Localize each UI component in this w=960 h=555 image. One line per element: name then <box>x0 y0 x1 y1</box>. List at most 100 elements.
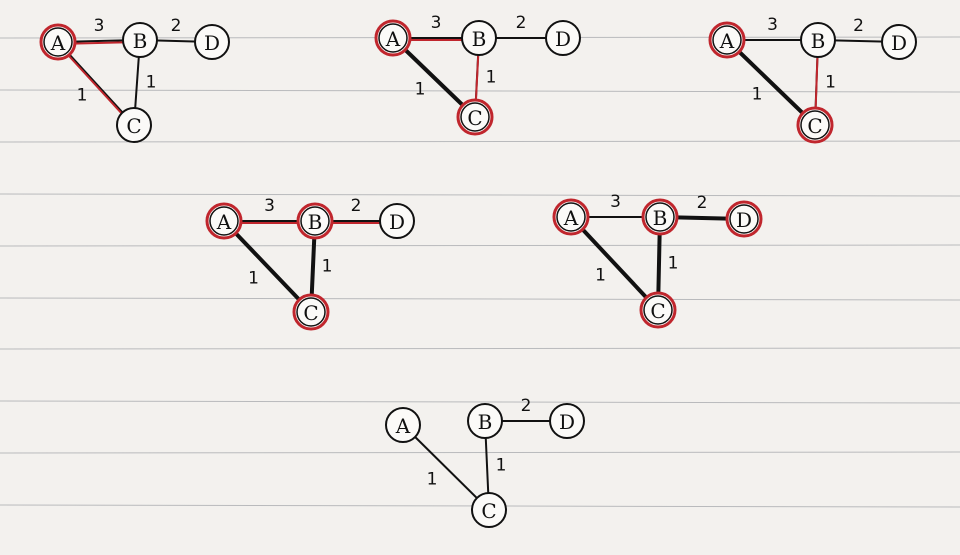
ruled-line <box>0 451 960 454</box>
edge-weight-BD: 2 <box>351 196 362 216</box>
node-label-D: D <box>555 27 571 51</box>
ruled-line <box>0 140 960 143</box>
node-label-B: B <box>133 29 148 53</box>
edge-AC <box>402 424 490 511</box>
node-D <box>549 403 585 439</box>
edge-weight-AC: 1 <box>77 86 88 106</box>
edge-weight-AC: 1 <box>248 269 259 289</box>
node-D <box>881 24 917 60</box>
node-label-D: D <box>736 208 752 232</box>
edge-weight-BC: 1 <box>668 254 679 274</box>
node-D <box>379 203 415 239</box>
edge-weight-BD: 2 <box>697 193 708 213</box>
node-label-A: A <box>50 31 66 55</box>
node-label-A: A <box>563 206 579 230</box>
node-A <box>39 23 77 61</box>
edge-weight-BC: 1 <box>496 456 507 476</box>
edge-weight-AB: 3 <box>431 13 442 33</box>
node-label-B: B <box>472 27 487 51</box>
node-B <box>641 198 679 236</box>
edge-weight-AB: 3 <box>264 196 275 216</box>
edge-weight-BD: 2 <box>516 13 527 33</box>
ruled-line <box>0 347 960 350</box>
node-label-B: B <box>478 410 493 434</box>
node-outline-B <box>645 202 675 232</box>
node-outline-C <box>800 110 830 140</box>
node-outline-D <box>729 204 759 234</box>
edge-weight-AC: 1 <box>752 85 763 105</box>
graph-step-2: 3 2 1 1 A B C D <box>374 13 581 136</box>
node-label-B: B <box>653 206 668 230</box>
node-outline-C <box>643 295 673 325</box>
node-label-C: C <box>467 106 482 130</box>
node-outline-A <box>378 23 408 53</box>
edge-weight-BD: 2 <box>521 396 532 416</box>
node-D <box>194 24 230 60</box>
edge-AC <box>222 219 313 314</box>
ruled-line <box>0 193 960 197</box>
node-label-A: A <box>395 414 411 438</box>
node-label-B: B <box>308 210 323 234</box>
node-C <box>116 107 152 143</box>
ruled-line <box>0 297 960 301</box>
node-label-C: C <box>303 301 318 325</box>
edge-AC <box>391 36 477 119</box>
node-D <box>545 20 581 56</box>
node-outline-A <box>556 202 586 232</box>
node-B <box>467 403 503 439</box>
node-A <box>708 21 746 59</box>
node-outline-A <box>43 27 73 57</box>
node-label-C: C <box>481 499 496 523</box>
node-label-A: A <box>385 27 401 51</box>
node-outline-C <box>460 102 490 132</box>
edge-weight-AB: 3 <box>610 192 621 212</box>
node-label-D: D <box>891 31 907 55</box>
node-outline-C <box>296 297 326 327</box>
node-label-B: B <box>811 29 826 53</box>
node-outline-A <box>209 206 239 236</box>
graph-result: 2 1 1 A B C D <box>385 396 585 528</box>
node-B <box>122 22 158 58</box>
edge-weight-AC: 1 <box>595 266 606 286</box>
node-label-A: A <box>216 210 232 234</box>
node-outline-B <box>300 206 330 236</box>
edge-weight-AB: 3 <box>767 15 778 35</box>
edge-AC <box>57 41 135 126</box>
node-A <box>385 407 421 443</box>
node-B <box>461 20 497 56</box>
edge-weight-BC: 1 <box>322 257 333 277</box>
ruled-line <box>0 400 960 404</box>
edge-weight-BD: 2 <box>171 16 182 36</box>
node-A <box>205 202 243 240</box>
node-label-D: D <box>204 31 220 55</box>
node-B <box>800 22 836 58</box>
edge-weight-AB: 3 <box>94 16 105 36</box>
edge-weight-AC: 1 <box>427 470 438 490</box>
edge-weight-BC: 1 <box>146 73 157 93</box>
node-C <box>292 293 330 331</box>
edge-AC <box>569 215 660 312</box>
node-A <box>374 19 412 57</box>
edge-weight-AC: 1 <box>415 80 426 100</box>
node-C <box>471 492 507 528</box>
ruled-line <box>0 89 960 93</box>
node-label-D: D <box>559 410 575 434</box>
node-outline-A <box>712 25 742 55</box>
node-label-C: C <box>807 114 822 138</box>
node-D <box>725 200 763 238</box>
edge-weight-BC: 1 <box>825 73 836 93</box>
graph-step-3: 3 2 1 1 A B C D <box>708 15 917 144</box>
edge-weight-BC: 1 <box>486 68 497 88</box>
edge-weight-BD: 2 <box>853 16 864 36</box>
node-label-C: C <box>650 299 665 323</box>
node-B <box>296 202 334 240</box>
graph-step-5: 3 2 1 1 A B C D <box>552 192 763 329</box>
node-C <box>456 98 494 136</box>
node-C <box>639 291 677 329</box>
ruled-line <box>0 244 960 247</box>
node-C <box>796 106 834 144</box>
node-label-A: A <box>719 29 735 53</box>
